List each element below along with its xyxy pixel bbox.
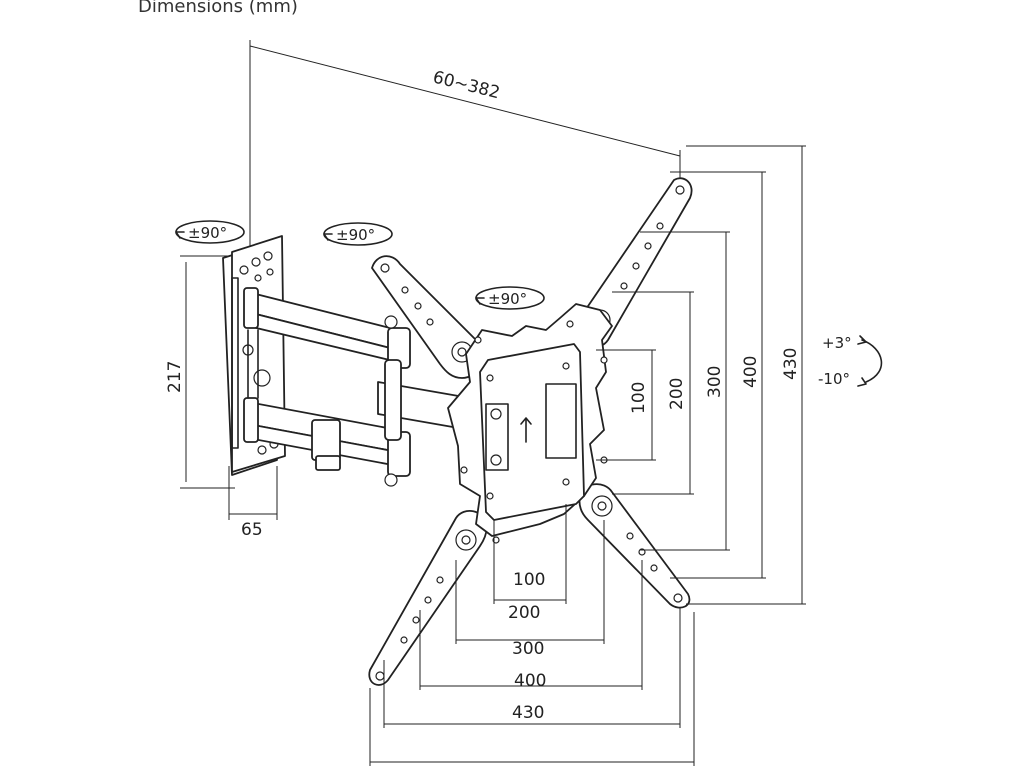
- rotation-indicator-wall: ±90°: [175, 220, 245, 244]
- rotation-indicator-arm: ±90°: [323, 222, 393, 246]
- rotation-head-label: ±90°: [488, 290, 527, 308]
- rotation-indicator-head: ±90°: [475, 286, 545, 310]
- vesa-cross-arms: [368, 177, 693, 686]
- center-plate: [447, 303, 613, 544]
- vesa-vertical-200-label: 200: [667, 378, 687, 410]
- rotation-arm-label: ±90°: [336, 226, 375, 244]
- overall-width-label: 430: [512, 703, 544, 723]
- diagram-title: Dimensions (mm): [138, 0, 298, 17]
- horizontal-vesa-dimensions: 100 200 300 400 430: [369, 504, 695, 766]
- vesa-vertical-100-label: 100: [629, 382, 649, 414]
- vesa-vertical-300-label: 300: [705, 366, 725, 398]
- tilt-down-label: -10°: [818, 370, 850, 388]
- tilt-up-label: +3°: [822, 334, 852, 352]
- vertical-vesa-dimensions: 100 200 300 400 430: [596, 145, 806, 605]
- wall-plate-height-dimension: 217: [165, 255, 235, 489]
- arm-extension-label: 60~382: [431, 67, 502, 103]
- rotation-wall-label: ±90°: [188, 224, 227, 242]
- wall-plate-width-label: 65: [241, 520, 263, 540]
- tilt-indicator: +3° -10°: [818, 334, 883, 388]
- vesa-vertical-400-label: 400: [741, 356, 761, 388]
- vesa-horizontal-300-label: 300: [512, 639, 544, 659]
- vesa-horizontal-400-label: 400: [514, 671, 546, 691]
- wall-plate-width-dimension: 65: [228, 466, 278, 540]
- arm-extension-dimension: 60~382: [249, 40, 681, 250]
- overall-height-label: 430: [781, 348, 801, 380]
- vesa-horizontal-100-label: 100: [513, 570, 545, 590]
- wall-plate-height-label: 217: [165, 361, 185, 393]
- vesa-horizontal-200-label: 200: [508, 603, 540, 623]
